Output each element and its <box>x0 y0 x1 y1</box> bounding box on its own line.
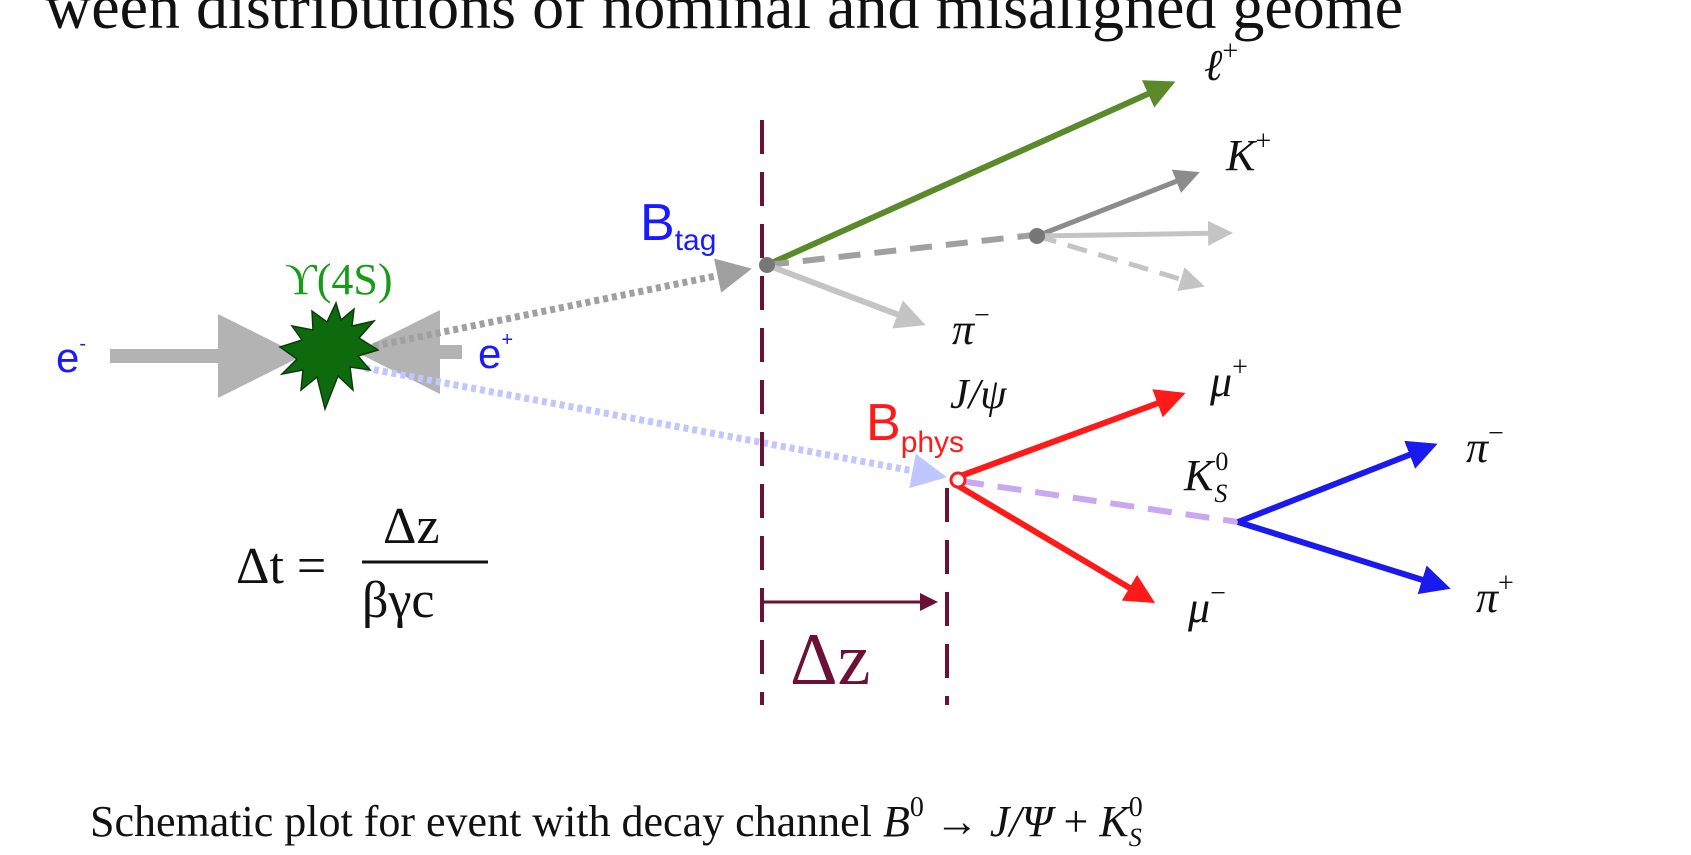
top-text-fragment: ween distributions of nominal and misali… <box>45 0 1403 42</box>
kaon-plus-track <box>1036 169 1200 239</box>
lepton-plus-label: ℓ+ <box>1204 36 1238 90</box>
ks-track <box>959 478 1239 525</box>
kaon-plus-label: K+ <box>1225 126 1271 180</box>
pion-minus-tag-label: π− <box>952 300 990 354</box>
mu-minus-track <box>953 481 1156 604</box>
upsilon-label: ϒ(4S) <box>285 255 393 304</box>
lepton-plus-track <box>765 80 1176 268</box>
pion-plus-phys-track <box>1237 519 1451 595</box>
b-tag-label: Btag <box>640 194 716 257</box>
mu-minus-label: μ− <box>1187 578 1226 632</box>
formula-numerator: Δz <box>383 498 440 555</box>
b-tag-flight-line <box>364 258 752 352</box>
positron-label: e+ <box>478 329 513 377</box>
electron-label: e- <box>56 333 86 381</box>
b-phys-flight-line <box>364 364 947 489</box>
star-burst-icon <box>278 300 380 412</box>
secondary-vertex <box>1029 228 1045 244</box>
formula-lhs: Δt = <box>236 538 326 595</box>
tag-dashed-track <box>766 232 1035 268</box>
b-tag-vertex <box>759 257 775 273</box>
mu-plus-label: μ+ <box>1209 352 1248 406</box>
pion-minus-tag-track <box>765 262 926 329</box>
caption: Schematic plot for event with decay chan… <box>90 792 1143 852</box>
secondary-gray-track <box>1036 220 1233 246</box>
mu-plus-track <box>953 389 1186 481</box>
b-phys-label: Bphys <box>866 394 964 459</box>
formula-denominator: βγc <box>362 572 435 629</box>
b-phys-vertex <box>949 471 967 489</box>
secondary-dashed-track <box>1036 233 1205 292</box>
pion-plus-phys-label: π+ <box>1476 568 1514 622</box>
pion-minus-phys-track <box>1236 440 1438 525</box>
delta-z-label: Δz <box>790 619 870 701</box>
jpsi-label: J/ψ <box>950 372 1007 418</box>
pion-minus-phys-label: π− <box>1466 418 1504 472</box>
